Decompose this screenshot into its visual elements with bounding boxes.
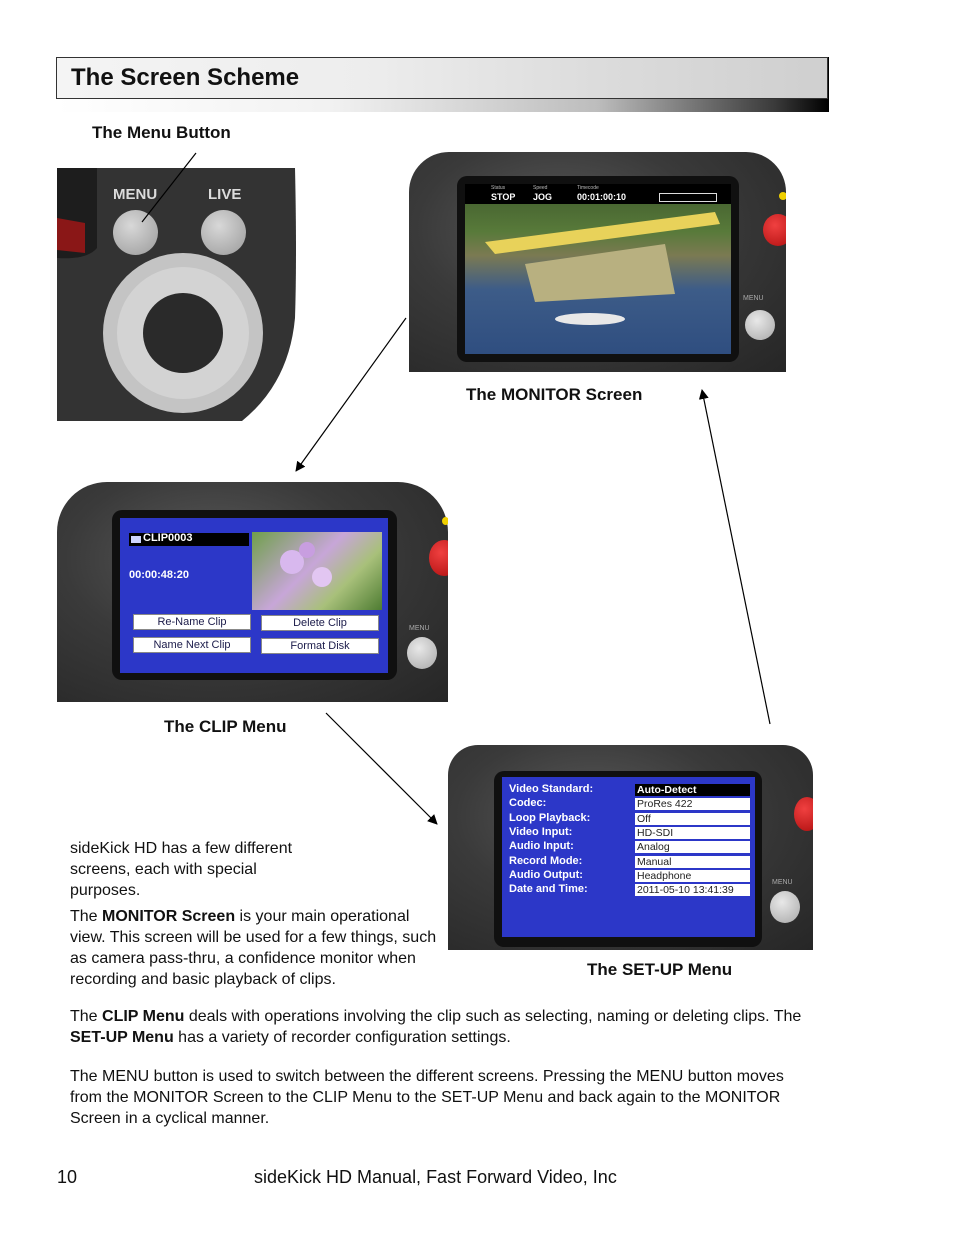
setup-row-value: Analog <box>635 841 750 853</box>
speed-header-label: Speed <box>533 185 548 191</box>
monitor-menu-button <box>745 310 775 340</box>
record-button <box>763 214 786 246</box>
monitor-para-pre: The <box>70 908 103 925</box>
intro-paragraph: sideKick HD has a few different screens,… <box>70 840 293 899</box>
format-disk-button: Format Disk <box>261 638 379 654</box>
monitor-paragraph: The MONITOR Screen is your main operatio… <box>70 906 444 990</box>
clip-name-bar <box>129 533 249 546</box>
setup-row-value: Headphone <box>635 870 750 882</box>
clip-icon <box>131 536 141 543</box>
arrow-monitor-to-clip <box>295 317 407 472</box>
setup-row-value: 2011-05-10 13:41:39 <box>635 884 750 896</box>
monitor-status: STOP <box>491 192 516 202</box>
arrow-setup-to-monitor <box>698 389 771 725</box>
clip-thumbnail <box>252 532 382 610</box>
setup-row-label: Audio Output: <box>509 869 583 881</box>
clip-record-button <box>429 540 448 576</box>
section-header: The Screen Scheme <box>56 57 829 112</box>
setup-menu-photo: MENU <box>448 745 813 950</box>
page-title: The Screen Scheme <box>71 64 300 91</box>
status-header-label: Status <box>491 185 506 191</box>
setup-device-menu-button <box>770 891 800 923</box>
setup-row-value: HD-SDI <box>635 827 750 839</box>
page-number: 10 <box>57 1167 78 1187</box>
clip-para-bold1: CLIP Menu <box>102 1008 185 1025</box>
clip-setup-paragraph: The CLIP Menu deals with operations invo… <box>70 1006 810 1048</box>
caption-menu-button: The Menu Button <box>92 123 231 142</box>
clip-device-menu-button <box>407 637 437 669</box>
setup-row-label: Record Mode: <box>509 855 583 867</box>
menu-button-paragraph: The MENU button is used to switch betwee… <box>70 1068 784 1127</box>
clip-para-pre: The <box>70 1008 103 1025</box>
monitor-para-post: is your main operational view. This scre… <box>70 908 437 988</box>
monitor-screen-photo: Status Speed Timecode STOP JOG 00:01:00:… <box>409 152 786 372</box>
setup-row-label: Video Input: <box>509 826 573 838</box>
delete-clip-button: Delete Clip <box>261 615 379 631</box>
monitor-timecode: 00:01:00:10 <box>577 192 627 202</box>
timecode-header-label: Timecode <box>577 185 599 191</box>
setup-row-value: Auto-Detect <box>635 784 750 796</box>
clip-para-mid: deals with operations involving the clip… <box>184 1008 802 1025</box>
monitor-progress-bar <box>659 193 717 202</box>
setup-row-label: Date and Time: <box>509 883 588 895</box>
status-led <box>779 192 786 200</box>
clip-timecode: 00:00:48:20 <box>129 569 189 581</box>
setup-row-label: Loop Playback: <box>509 812 591 824</box>
clip-menu-photo: CLIP0003 00:00:48:20 Re-Name Clip Delete… <box>57 482 448 702</box>
setup-menu-small-label: MENU <box>772 879 793 886</box>
name-next-clip-button: Name Next Clip <box>133 637 251 653</box>
setup-row-label: Audio Input: <box>509 840 574 852</box>
menu-button <box>113 210 158 255</box>
rename-clip-button: Re-Name Clip <box>133 614 251 630</box>
clip-para-bold2: SET-UP Menu <box>70 1029 174 1046</box>
setup-row-value: Off <box>635 813 750 825</box>
clip-menu-small-label: MENU <box>409 625 430 632</box>
menu-button-photo: MENU LIVE <box>57 168 310 421</box>
setup-record-button <box>794 797 813 831</box>
setup-row-label: Codec: <box>509 797 547 809</box>
setup-row-value: ProRes 422 <box>635 798 750 810</box>
caption-clip-menu: The CLIP Menu <box>164 717 287 736</box>
monitor-para-bold: MONITOR Screen <box>102 908 236 925</box>
menu-label: MENU <box>113 186 158 203</box>
clip-status-led <box>442 517 448 525</box>
monitor-mode: JOG <box>533 192 553 202</box>
header-box: The Screen Scheme <box>56 57 828 99</box>
setup-row-label: Video Standard: <box>509 783 594 795</box>
caption-monitor-screen: The MONITOR Screen <box>466 385 643 404</box>
arrow-clip-to-setup <box>325 712 438 825</box>
footer-title: sideKick HD Manual, Fast Forward Video, … <box>254 1167 617 1187</box>
monitor-video <box>465 184 731 354</box>
setup-row-value: Manual <box>635 856 750 868</box>
clip-para-post: has a variety of recorder configuration … <box>173 1029 511 1046</box>
live-label: LIVE <box>208 186 242 203</box>
menu-small-label: MENU <box>743 295 764 302</box>
clip-name: CLIP0003 <box>143 532 193 544</box>
caption-setup-menu: The SET-UP Menu <box>587 960 733 979</box>
live-button <box>201 210 246 255</box>
